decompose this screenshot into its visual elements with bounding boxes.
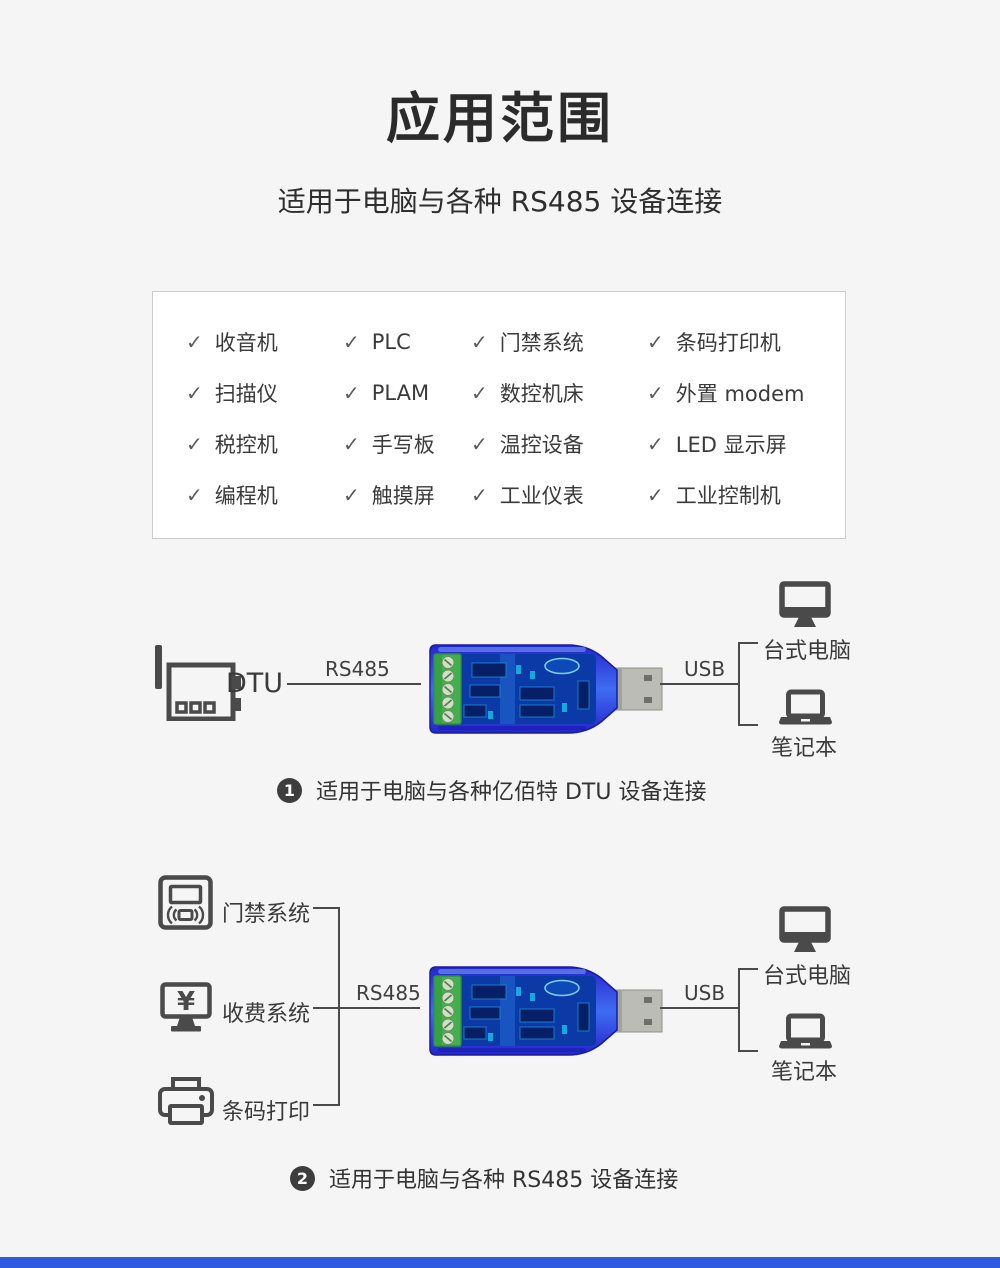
step-2-badge: 2 bbox=[290, 1165, 315, 1191]
source-link-line bbox=[313, 1104, 339, 1106]
source-link-line bbox=[313, 907, 339, 909]
checklist-item: ✓ 手写板 bbox=[343, 429, 471, 459]
laptop-icon bbox=[779, 689, 832, 725]
checklist-item: ✓ PLAM bbox=[343, 381, 471, 405]
check-icon: ✓ bbox=[471, 329, 488, 354]
laptop-label: 笔记本 bbox=[771, 736, 838, 761]
checklist-item: ✓ PLC bbox=[343, 330, 471, 354]
usb-label: USB bbox=[684, 657, 726, 681]
fee-system-label: 收费系统 bbox=[222, 1002, 311, 1027]
checklist-item: ✓ 扫描仪 bbox=[186, 378, 343, 408]
step-2-caption-text: 适用于电脑与各种 RS485 设备连接 bbox=[329, 1168, 679, 1193]
barcode-printer-icon bbox=[158, 1077, 214, 1125]
checklist-item: ✓ 税控机 bbox=[186, 429, 343, 459]
access-control-icon bbox=[158, 875, 213, 930]
usb-rs485-converter-image bbox=[429, 966, 663, 1056]
barcode-printer-label: 条码打印 bbox=[222, 1100, 311, 1125]
rs485-link-line bbox=[287, 683, 421, 685]
step-1-caption-text: 适用于电脑与各种亿佰特 DTU 设备连接 bbox=[316, 780, 707, 805]
check-icon: ✓ bbox=[186, 431, 203, 456]
checklist-item-label: 工业仪表 bbox=[499, 483, 584, 508]
usb-link-line bbox=[660, 683, 738, 685]
page-subtitle: 适用于电脑与各种 RS485 设备连接 bbox=[277, 185, 723, 218]
check-icon: ✓ bbox=[471, 431, 488, 456]
dtu-label: DTU bbox=[226, 668, 284, 699]
checklist-item: ✓ 条码打印机 bbox=[647, 327, 845, 357]
check-icon: ✓ bbox=[647, 482, 664, 507]
desktop-computer-icon bbox=[779, 581, 831, 627]
bottom-accent-bar bbox=[0, 1257, 1000, 1268]
checklist-item-label: 条码打印机 bbox=[675, 330, 781, 355]
check-icon: ✓ bbox=[186, 380, 203, 405]
check-icon: ✓ bbox=[186, 482, 203, 507]
check-icon: ✓ bbox=[471, 380, 488, 405]
rs485-label-2: RS485 bbox=[356, 981, 421, 1005]
checklist-item: ✓ 数控机床 bbox=[471, 378, 647, 408]
step-1-caption: 1 适用于电脑与各种亿佰特 DTU 设备连接 bbox=[277, 774, 706, 806]
rs485-label: RS485 bbox=[325, 657, 390, 681]
checklist-item-label: PLAM bbox=[371, 380, 430, 405]
checklist-item: ✓ 收音机 bbox=[186, 327, 343, 357]
check-icon: ✓ bbox=[343, 431, 360, 456]
fee-system-icon: ¥ bbox=[160, 982, 212, 1032]
desktop-computer-icon bbox=[779, 906, 831, 952]
check-icon: ✓ bbox=[343, 482, 360, 507]
check-icon: ✓ bbox=[471, 482, 488, 507]
rs485-bus-line bbox=[338, 907, 340, 1106]
checklist-item-label: PLC bbox=[371, 329, 411, 354]
branch-bracket bbox=[738, 642, 758, 726]
check-icon: ✓ bbox=[343, 380, 360, 405]
check-icon: ✓ bbox=[186, 329, 203, 354]
checklist-item: ✓ 工业控制机 bbox=[647, 480, 845, 510]
check-icon: ✓ bbox=[647, 431, 664, 456]
checklist-item-label: LED 显示屏 bbox=[675, 432, 787, 457]
check-icon: ✓ bbox=[343, 329, 360, 354]
supported-devices-panel: ✓收音机 ✓PLC ✓门禁系统 ✓条码打印机 ✓扫描仪 ✓PLAM ✓数控机床 … bbox=[152, 291, 846, 539]
checklist-item: ✓ 编程机 bbox=[186, 480, 343, 510]
yen-glyph: ¥ bbox=[177, 987, 195, 1017]
checklist-item-label: 数控机床 bbox=[499, 381, 584, 406]
usb-rs485-converter-image bbox=[429, 644, 663, 734]
access-control-label: 门禁系统 bbox=[222, 902, 311, 927]
laptop-icon bbox=[779, 1013, 832, 1049]
checklist-item-label: 工业控制机 bbox=[675, 483, 781, 508]
laptop-label-2: 笔记本 bbox=[771, 1060, 838, 1085]
branch-bracket-2 bbox=[738, 968, 758, 1052]
checklist-item-label: 手写板 bbox=[371, 432, 435, 457]
check-icon: ✓ bbox=[647, 380, 664, 405]
checklist-item: ✓ 外置 modem bbox=[647, 378, 845, 408]
checklist-item-label: 扫描仪 bbox=[214, 381, 278, 406]
checklist-item: ✓ 温控设备 bbox=[471, 429, 647, 459]
checklist-item-label: 编程机 bbox=[214, 483, 278, 508]
desktop-computer-label-2: 台式电脑 bbox=[763, 964, 852, 989]
step-2-caption: 2 适用于电脑与各种 RS485 设备连接 bbox=[290, 1162, 678, 1194]
checklist-item-label: 门禁系统 bbox=[499, 330, 584, 355]
checklist-item: ✓ 工业仪表 bbox=[471, 480, 647, 510]
dtu-modem-icon bbox=[155, 645, 241, 721]
desktop-computer-label: 台式电脑 bbox=[763, 639, 852, 664]
checklist-item-label: 温控设备 bbox=[499, 432, 584, 457]
step-1-badge: 1 bbox=[277, 777, 302, 803]
rs485-link-line-2 bbox=[313, 1007, 420, 1009]
usb-label-2: USB bbox=[684, 981, 726, 1005]
check-icon: ✓ bbox=[647, 329, 664, 354]
checklist-item: ✓ 触摸屏 bbox=[343, 480, 471, 510]
page-title: 应用范围 bbox=[386, 87, 614, 150]
checklist-item-label: 外置 modem bbox=[675, 381, 805, 406]
checklist-item-label: 税控机 bbox=[214, 432, 278, 457]
checklist-item-label: 触摸屏 bbox=[371, 483, 435, 508]
checklist-item: ✓ LED 显示屏 bbox=[647, 429, 845, 459]
usb-link-line-2 bbox=[660, 1007, 738, 1009]
checklist-item-label: 收音机 bbox=[214, 330, 278, 355]
checklist-item: ✓ 门禁系统 bbox=[471, 327, 647, 357]
